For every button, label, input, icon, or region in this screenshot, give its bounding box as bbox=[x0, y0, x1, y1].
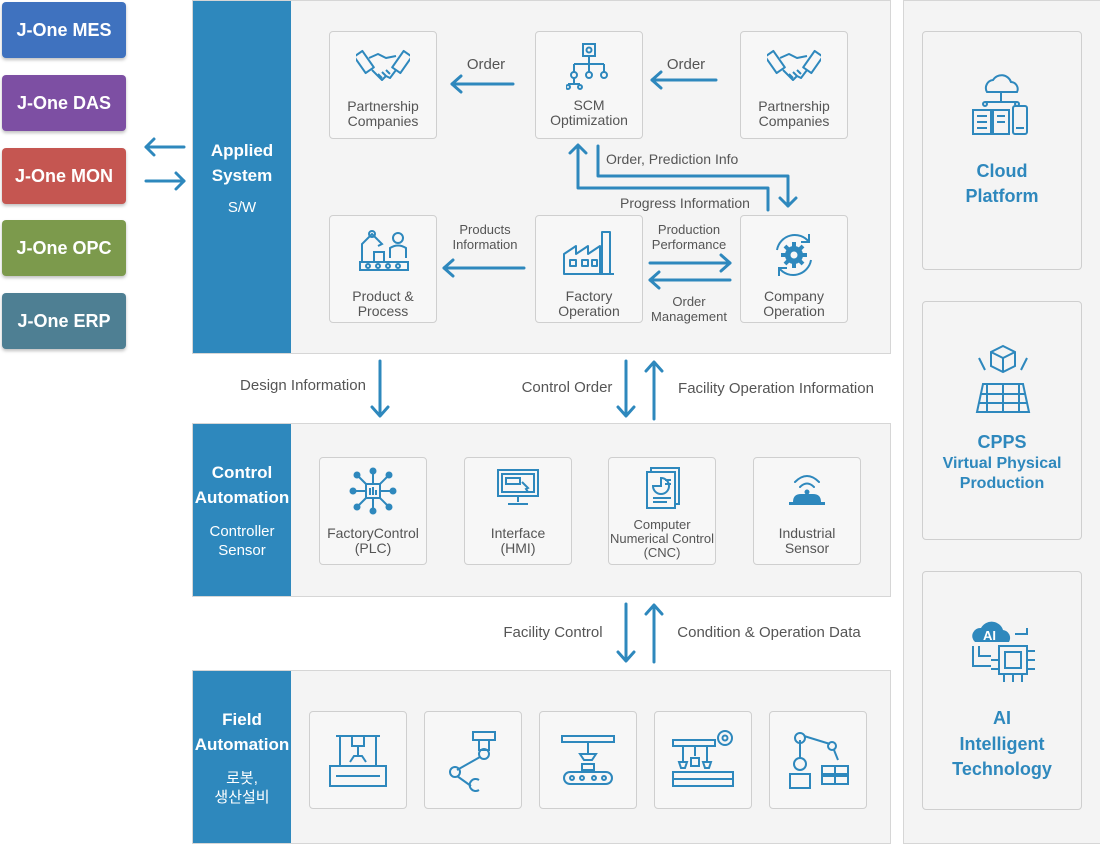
tab-label: J-One DAS bbox=[16, 92, 112, 113]
industrial-sensor-box: Industrial Sensor bbox=[753, 457, 861, 565]
card-title: CPPS bbox=[977, 432, 1027, 452]
plc-box: FactoryControl (PLC) bbox=[319, 457, 427, 565]
flow-label-order: Order bbox=[666, 56, 706, 73]
panel-subtitle: Controller bbox=[209, 523, 275, 540]
box-label: Partnership Companies bbox=[758, 98, 830, 129]
wifi-sensor-icon bbox=[789, 475, 825, 505]
monitor-icon bbox=[497, 469, 539, 505]
robot-arm-icon bbox=[449, 731, 496, 792]
product-process: Product & Process bbox=[329, 215, 437, 323]
panel-subtitle: 로봇, bbox=[226, 770, 258, 787]
tab-label: J-One MES bbox=[16, 19, 112, 40]
ai-chip-text: AI bbox=[983, 628, 996, 643]
tab-j-one-mon[interactable]: J-One MON bbox=[2, 148, 126, 204]
box-label: FactoryControl (PLC) bbox=[327, 525, 419, 556]
applied-system-label: Applied System S/W bbox=[193, 1, 291, 353]
tab-label: J-One OPC bbox=[16, 237, 112, 258]
box-label: SCM Optimization bbox=[550, 97, 628, 128]
box-label: Interface (HMI) bbox=[490, 525, 546, 556]
flow-label-facility-info: Facility Operation Information bbox=[678, 380, 874, 397]
document-icon bbox=[646, 467, 680, 509]
box-label: Computer Numerical Control (CNC) bbox=[609, 517, 715, 560]
flow-label-production-performance: Production Performance bbox=[651, 222, 727, 252]
field-equipment-industrial-robot bbox=[769, 711, 867, 809]
flow-label-control-order: Control Order bbox=[521, 379, 613, 396]
panel-title: System bbox=[211, 165, 273, 185]
partnership-companies-right: Partnership Companies bbox=[740, 31, 848, 139]
ai-card: AI AI Intelligent Technology bbox=[922, 571, 1082, 810]
cloud-platform-card: Cloud Platform bbox=[922, 31, 1082, 270]
scm-optimization: SCM Optimization bbox=[535, 31, 643, 139]
flow-label-order: Order bbox=[466, 56, 506, 73]
card-subtitle: Intelligent Technology bbox=[952, 734, 1052, 779]
factory-operation: Factory Operation bbox=[535, 215, 643, 323]
field-equipment-robot-arm bbox=[424, 711, 522, 809]
flow-label-condition: Condition & Operation Data bbox=[677, 624, 861, 641]
tab-j-one-erp[interactable]: J-One ERP bbox=[2, 293, 126, 349]
box-label: Company Operation bbox=[763, 288, 825, 319]
box-label: Partnership Companies bbox=[347, 98, 419, 129]
network-node-icon bbox=[349, 467, 397, 515]
panel-subtitle: Sensor bbox=[218, 542, 266, 559]
flow-label-design: Design Information bbox=[240, 377, 366, 394]
panel-title: Automation bbox=[194, 735, 290, 754]
company-operation: Company Operation bbox=[740, 215, 848, 323]
industrial-robot-icon bbox=[789, 732, 849, 789]
box-label: Factory Operation bbox=[558, 288, 620, 319]
tab-j-one-opc[interactable]: J-One OPC bbox=[2, 220, 126, 276]
box-label: Industrial Sensor bbox=[778, 525, 836, 556]
panel-title: Control bbox=[211, 463, 273, 482]
assembly-line-icon bbox=[672, 730, 734, 787]
flow-label-facility-control: Facility Control bbox=[503, 624, 603, 641]
panel-title: Automation bbox=[194, 488, 290, 507]
factory-icon bbox=[563, 231, 614, 275]
applied-flow-arrows bbox=[442, 70, 798, 290]
tab-label: J-One ERP bbox=[17, 310, 111, 331]
card-subtitle: Virtual Physical Production bbox=[942, 455, 1062, 492]
cnc-box: Computer Numerical Control (CNC) bbox=[608, 457, 716, 565]
gantry-machine-icon bbox=[329, 735, 387, 787]
handshake-icon bbox=[356, 49, 410, 81]
flow-label-products-info: Products Information bbox=[452, 222, 518, 252]
conveyor-icon bbox=[561, 735, 615, 785]
cube-grid-icon bbox=[975, 344, 1031, 413]
gear-cycle-icon bbox=[776, 234, 812, 276]
ai-chip-icon: AI bbox=[972, 621, 1035, 682]
between-arrows-1 bbox=[370, 359, 664, 421]
card-title: Cloud Platform bbox=[965, 161, 1039, 206]
field-equipment-assembly bbox=[654, 711, 752, 809]
field-automation-label: Field Automation 로봇, 생산설비 bbox=[193, 671, 291, 843]
cloud-devices-icon bbox=[972, 74, 1028, 135]
flow-label-progress: Progress Information bbox=[620, 195, 750, 211]
tab-label: J-One MON bbox=[14, 165, 113, 186]
bidirectional-arrows-icon bbox=[144, 137, 186, 191]
flow-label-order-prediction: Order, Prediction Info bbox=[606, 151, 739, 167]
field-equipment-conveyor bbox=[539, 711, 637, 809]
partnership-companies-left: Partnership Companies bbox=[329, 31, 437, 139]
tab-j-one-das[interactable]: J-One DAS bbox=[2, 75, 126, 131]
tab-j-one-mes[interactable]: J-One MES bbox=[2, 2, 126, 58]
handshake-icon bbox=[767, 49, 821, 81]
hmi-box: Interface (HMI) bbox=[464, 457, 572, 565]
flow-label-order-management: Order Management bbox=[651, 294, 727, 324]
cpps-card: CPPS Virtual Physical Production bbox=[922, 301, 1082, 540]
panel-subtitle: 생산설비 bbox=[214, 789, 270, 806]
card-title: AI bbox=[993, 708, 1011, 728]
org-chart-icon bbox=[566, 43, 608, 90]
between-arrows-2 bbox=[616, 602, 664, 664]
panel-title: Field bbox=[222, 710, 262, 729]
panel-title: Applied bbox=[210, 140, 274, 160]
robot-worker-icon bbox=[359, 230, 409, 271]
box-label: Product & Process bbox=[352, 288, 414, 319]
control-automation-label: Control Automation Controller Sensor bbox=[193, 424, 291, 596]
panel-subtitle: S/W bbox=[227, 198, 257, 216]
field-equipment-gantry bbox=[309, 711, 407, 809]
